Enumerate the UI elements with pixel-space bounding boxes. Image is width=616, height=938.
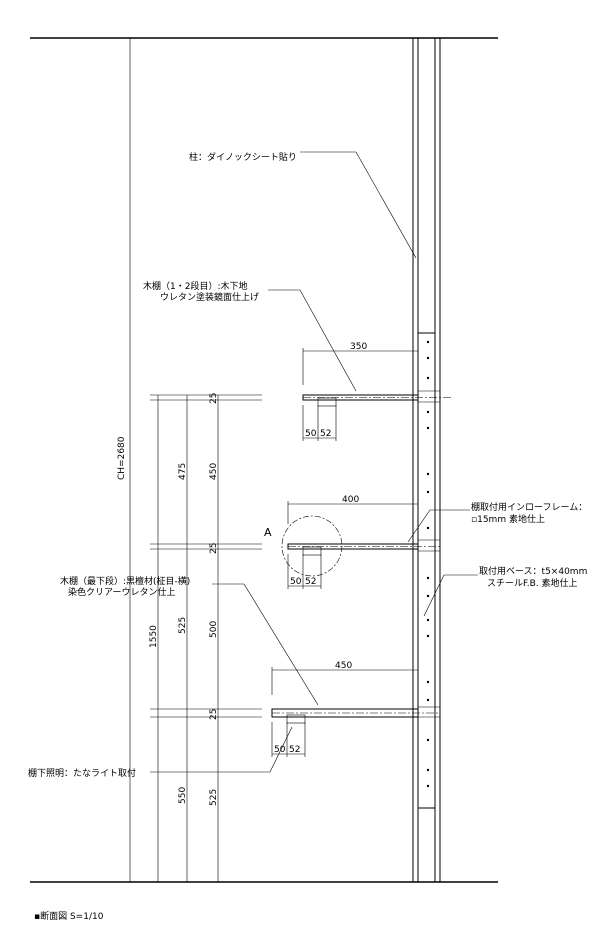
extension-lines	[150, 394, 262, 718]
shelf-upper-1	[302, 390, 452, 407]
label-inlow-frame-2: ▫15mm 素地仕上	[471, 513, 545, 525]
label-shelf-upper-2: ウレタン塗装鏡面仕上げ	[160, 291, 259, 303]
detail-circle-a	[281, 515, 343, 577]
dim-500: 500	[209, 621, 219, 638]
dim-350: 350	[350, 342, 367, 352]
dim-50-b: 50	[290, 577, 302, 587]
label-light: 棚下照明：たなライト取付	[28, 767, 136, 779]
drawing-title: ▪断面図 S=1/10	[34, 910, 104, 922]
label-shelf-upper-1: 木棚（1・2段目）:木下地	[143, 280, 248, 292]
dim-50-c: 50	[274, 745, 286, 755]
label-base-2: スチールF.B. 素地仕上	[487, 577, 578, 589]
dim-25-b: 25	[209, 543, 219, 554]
dim-25-c: 25	[209, 709, 219, 720]
dim-52-c: 52	[289, 745, 300, 755]
ch-label: CH=2680	[117, 436, 127, 480]
dim-450: 450	[335, 661, 352, 671]
detail-mark-a: A	[264, 526, 272, 539]
vertical-dim-lines	[157, 395, 219, 882]
dim-525-a: 525	[178, 617, 188, 634]
dim-550: 550	[178, 787, 188, 804]
label-inlow-frame-1: 棚取付用インローフレーム：	[471, 501, 587, 513]
shelf-upper-2	[287, 539, 440, 556]
dim-450-v: 450	[209, 463, 219, 480]
shelf-bottom	[271, 706, 440, 724]
leader-lines	[150, 151, 478, 773]
depth-dim-lines	[271, 405, 337, 757]
dim-25-a: 25	[209, 393, 219, 404]
column	[412, 38, 441, 882]
label-shelf-bottom-2: 染色クリアーウレタン仕上	[68, 586, 175, 598]
dim-1550: 1550	[149, 625, 159, 648]
dim-52-a: 52	[320, 429, 331, 439]
label-shelf-bottom-1: 木棚（最下段）:黒檀材(柾目-横)	[60, 575, 190, 587]
dim-50-a: 50	[305, 429, 317, 439]
dim-400: 400	[342, 495, 359, 505]
dim-52-b: 52	[305, 577, 316, 587]
mounting-base-plate	[417, 332, 436, 883]
dim-475: 475	[178, 463, 188, 480]
label-base-1: 取付用ベース：t5×40mm	[479, 566, 587, 577]
dim-525-b: 525	[209, 789, 219, 806]
label-column: 柱：ダイノックシート貼り	[189, 151, 297, 163]
